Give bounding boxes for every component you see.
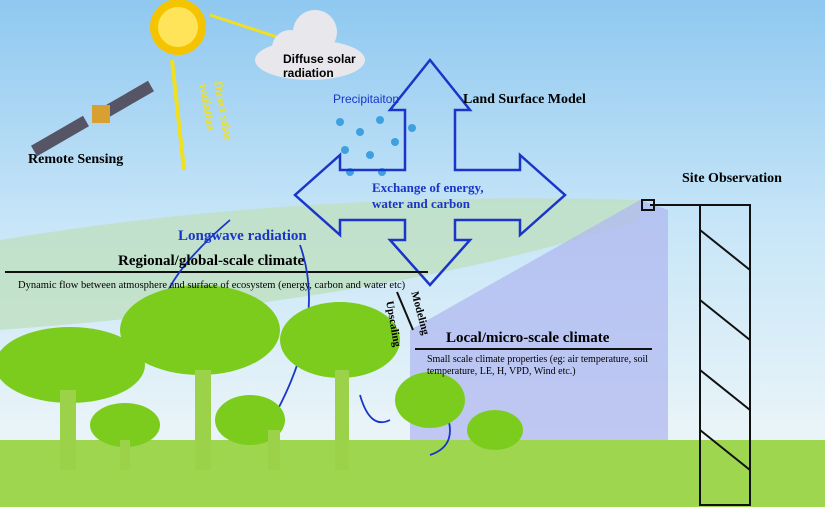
- local-climate-label: Local/micro-scale climate: [446, 330, 610, 346]
- precipitation-label: Precipitaiton: [333, 92, 400, 106]
- small-scale-text: Small scale climate properties (eg: air …: [427, 354, 649, 377]
- tower-icon: [641, 199, 751, 506]
- sun-to-cloud-arrow: [209, 13, 281, 40]
- cloud-icon: [255, 10, 365, 80]
- direct-radiation-arrow: [170, 59, 186, 171]
- dynamic-flow-text: Dynamic flow between atmosphere and surf…: [18, 280, 406, 291]
- sun-icon: [150, 0, 206, 55]
- longwave-label: Longwave radiation: [178, 228, 307, 244]
- diffuse-solar-label: Diffuse solar radiation: [283, 52, 356, 80]
- site-observation-label: Site Observation: [682, 171, 782, 186]
- tree-trunks: [60, 370, 349, 470]
- site-footprint: [410, 200, 668, 480]
- trees: [0, 285, 523, 450]
- land-surface-model-label: Land Surface Model: [463, 92, 586, 107]
- ground: [0, 440, 825, 507]
- exchange-label: Exchange of energy, water and carbon: [372, 180, 484, 211]
- regional-climate-label: Regional/global-scale climate: [118, 253, 305, 269]
- remote-sensing-label: Remote Sensing: [28, 152, 124, 167]
- modeling-arrow: [396, 291, 414, 331]
- satellite-icon: [31, 80, 154, 157]
- exchange-cross-arrow: [293, 57, 567, 287]
